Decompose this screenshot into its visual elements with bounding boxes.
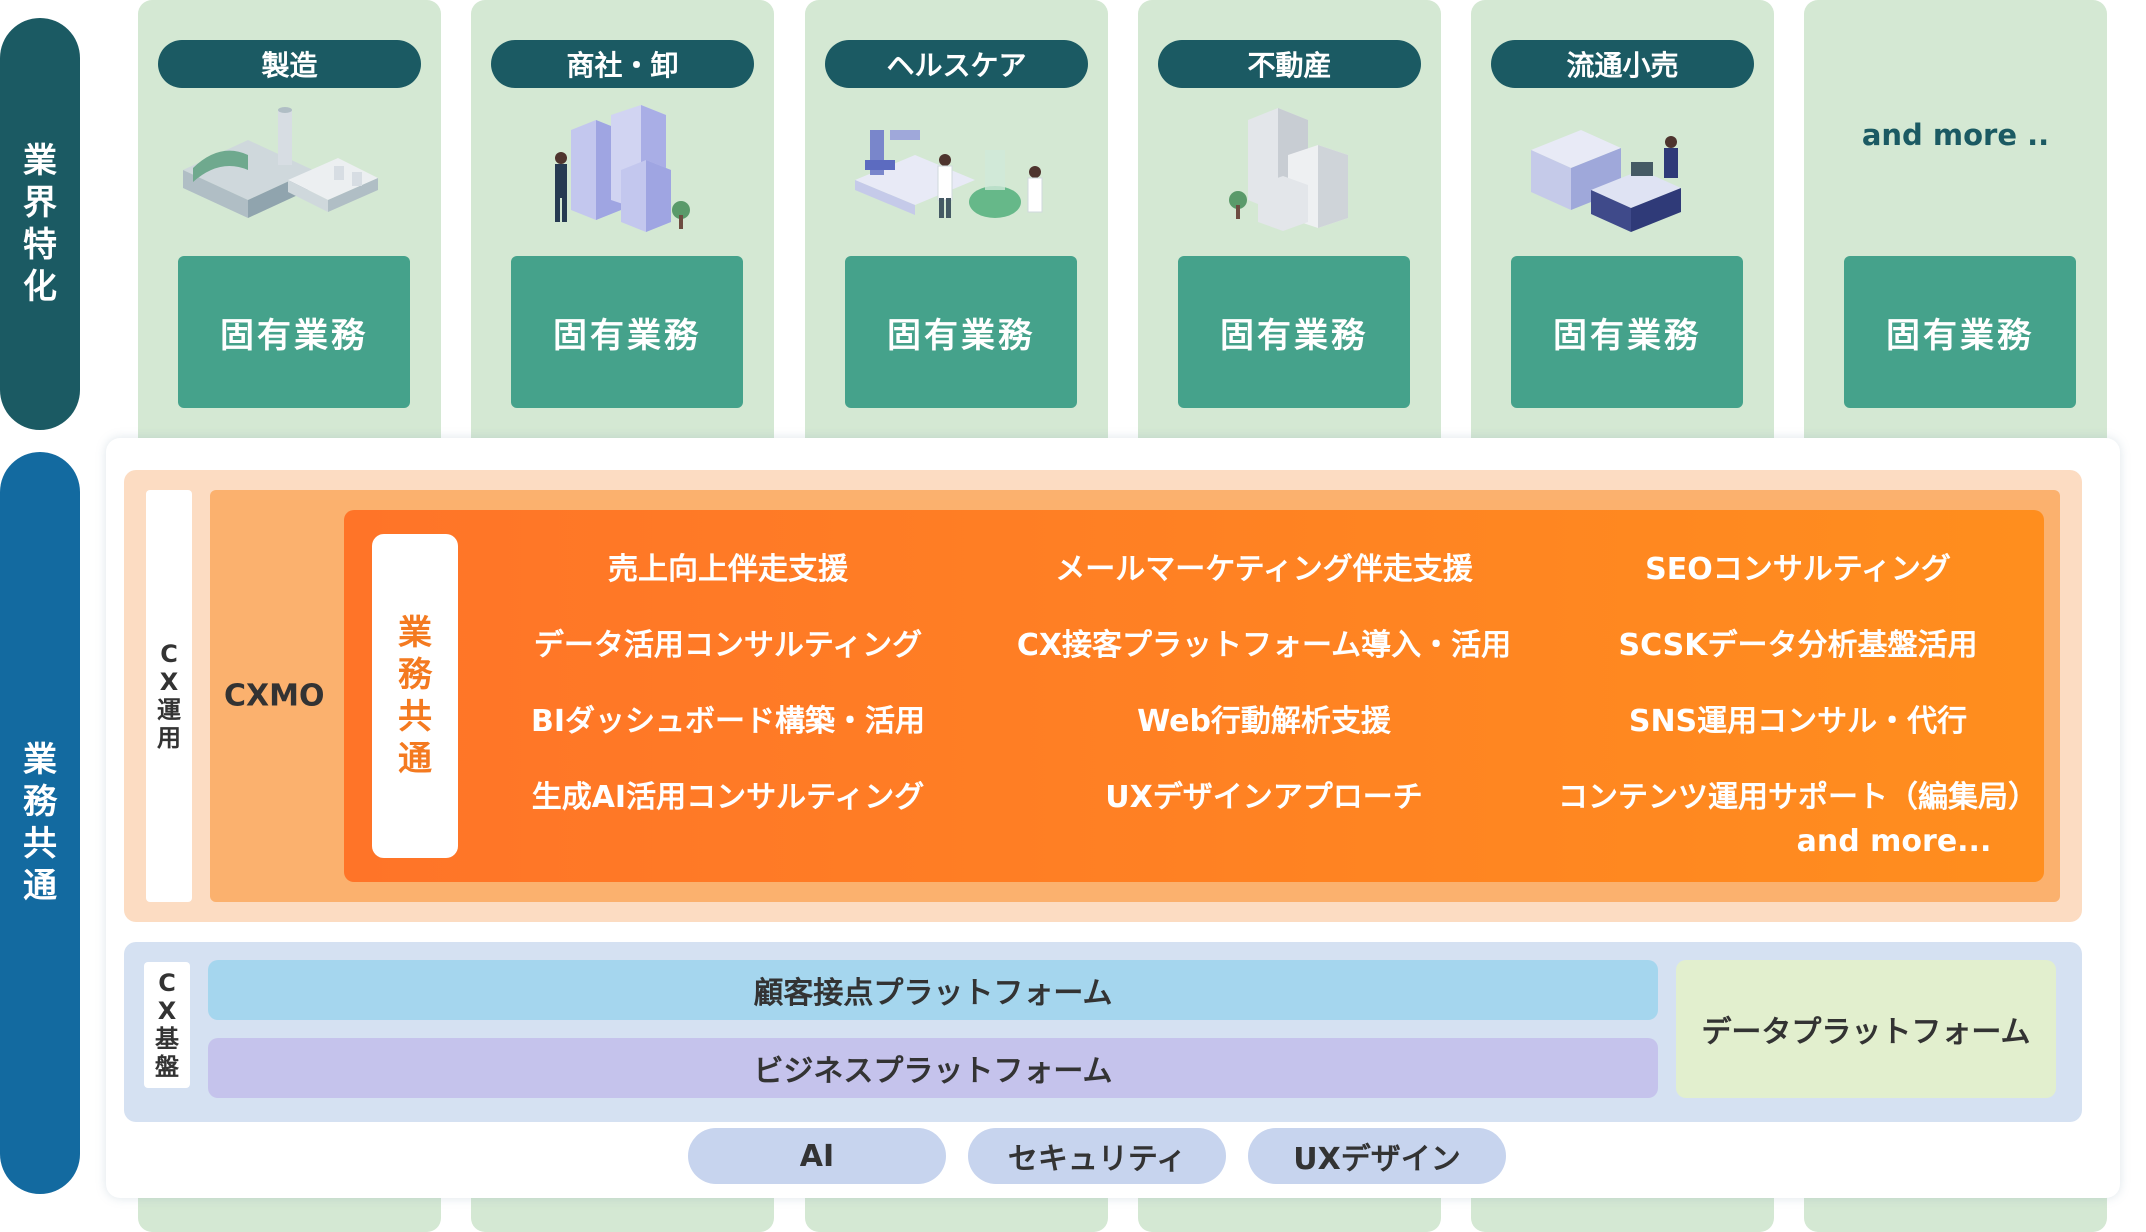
service-item: コンテンツ運用サポート（編集局） [1558, 780, 2038, 815]
business-common-text: 業務共通 [23, 740, 57, 906]
cxmo-services-area: 業務共通 売上向上伴走支援 メールマーケティング伴走支援 SEOコンサルティング… [344, 510, 2044, 882]
service-item: Web行動解析支援 [1137, 704, 1391, 739]
cxmo-label: CXMO [224, 678, 325, 714]
industry-specific-text: 業界特化 [23, 141, 57, 307]
cx-operations-label-text: CX運用 [157, 640, 181, 752]
service-item: SEOコンサルティング [1645, 552, 1951, 587]
industry-name: 不動産 [1158, 40, 1421, 88]
business-common-tag-text: 業務共通 [398, 613, 432, 779]
specific-business-box: 固有業務 [845, 256, 1077, 408]
ux-design-chip: UXデザイン [1248, 1128, 1506, 1184]
office-buildings-icon [555, 105, 690, 232]
industry-name: 製造 [158, 40, 421, 88]
security-chip: セキュリティ [968, 1128, 1226, 1184]
and-more-services: and more... [1796, 824, 1992, 859]
cx-base-label-text: CX基盤 [155, 969, 179, 1081]
real-estate-building-icon [1229, 108, 1348, 231]
ai-chip: AI [688, 1128, 946, 1184]
industry-specific-label: 業界特化 [0, 18, 80, 430]
specific-business-box: 固有業務 [1844, 256, 2076, 408]
specific-business-box: 固有業務 [1511, 256, 1743, 408]
service-item: メールマーケティング伴走支援 [1055, 552, 1473, 587]
service-item: BIダッシュボード構築・活用 [530, 704, 926, 739]
specific-business-box: 固有業務 [511, 256, 743, 408]
cx-base-section: CX基盤 顧客接点プラットフォーム ビジネスプラットフォーム データプラットフォ… [124, 942, 2082, 1122]
specific-business-box: 固有業務 [1178, 256, 1410, 408]
service-item: 生成AI活用コンサルティング [531, 780, 925, 815]
industry-name: 流通小売 [1491, 40, 1754, 88]
cxmo-box: CXMO 業務共通 売上向上伴走支援 メールマーケティング伴走支援 SEOコンサ… [210, 490, 2060, 902]
specific-business-box: 固有業務 [178, 256, 410, 408]
cx-base-label: CX基盤 [144, 962, 190, 1088]
common-business-panel: CX運用 CXMO 業務共通 売上向上伴走支援 メールマーケティング伴走支援 S… [106, 438, 2120, 1198]
business-platform: ビジネスプラットフォーム [208, 1038, 1658, 1098]
service-item: SNS運用コンサル・代行 [1628, 704, 1968, 739]
factory-icon [183, 107, 378, 218]
data-platform: データプラットフォーム [1676, 960, 2056, 1098]
business-common-tag: 業務共通 [372, 534, 458, 858]
business-common-label: 業務共通 [0, 452, 80, 1194]
laboratory-icon [855, 130, 1043, 218]
cx-operations-section: CX運用 CXMO 業務共通 売上向上伴走支援 メールマーケティング伴走支援 S… [124, 470, 2082, 922]
retail-store-icon [1531, 130, 1681, 232]
and-more-text: and more .. [1861, 118, 2050, 152]
service-item: UXデザインアプローチ [1105, 780, 1423, 815]
service-item: 売上向上伴走支援 [608, 552, 848, 587]
service-item: CX接客プラットフォーム導入・活用 [1016, 628, 1512, 663]
industry-name: ヘルスケア [825, 40, 1088, 88]
service-item: SCSKデータ分析基盤活用 [1618, 628, 1978, 663]
customer-touchpoint-platform: 顧客接点プラットフォーム [208, 960, 1658, 1020]
cx-operations-label: CX運用 [146, 490, 192, 902]
industry-name: 商社・卸 [491, 40, 754, 88]
service-item: データ活用コンサルティング [533, 628, 923, 663]
